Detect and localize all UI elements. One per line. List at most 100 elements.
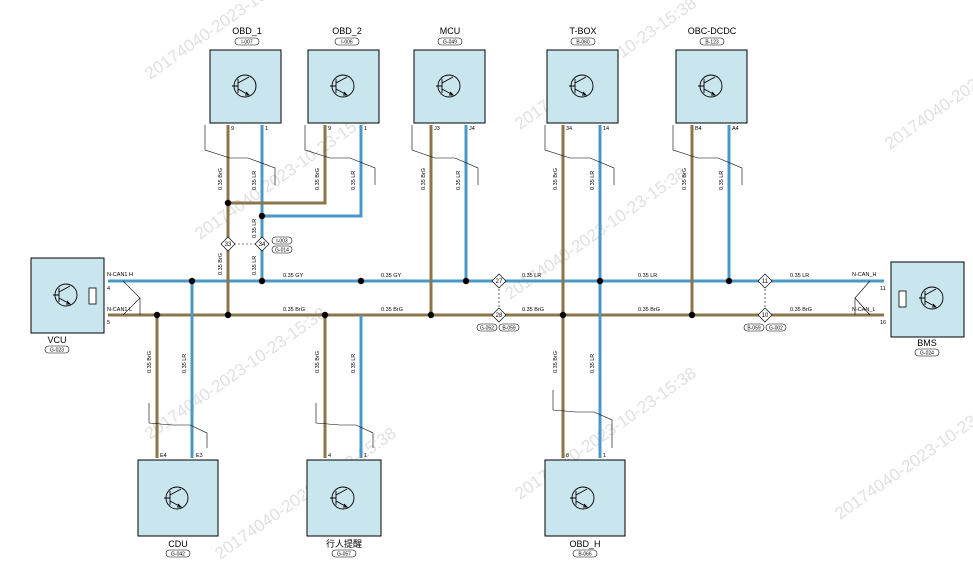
ecu-title: OBD_2: [332, 26, 362, 36]
ecu-box: [209, 49, 282, 124]
pin-label: E3: [196, 453, 203, 459]
wire-label: 0.35 LR: [351, 354, 357, 373]
ecu-title: T-BOX: [569, 26, 596, 36]
wire-label: 0.35 BrG: [381, 307, 403, 313]
junction-dot: [725, 277, 733, 285]
splice-code: G-014: [275, 247, 289, 253]
ecu-obdh: 8 1 OBD_H B-066: [544, 453, 626, 558]
ecu-tbox: T-BOX B-060 34 14: [546, 26, 619, 132]
pin-label: 14: [603, 126, 609, 132]
wire-label: 0.35 BrG: [553, 168, 559, 190]
splice-10: 10: [757, 307, 773, 323]
connector-code: I-006: [341, 39, 353, 45]
transistor-icon: [570, 486, 595, 510]
wire-label: 0.35 LR: [456, 171, 462, 190]
pin-label: B4: [695, 126, 702, 132]
wire-label: 0.35 BrG: [315, 351, 321, 373]
wire-label: 0.35 BrG: [638, 307, 660, 313]
splice-34: 34: [254, 236, 270, 252]
connector-code: G-042: [171, 551, 185, 557]
wire-label: 0.35 LR: [590, 354, 596, 373]
splice-code: G-052: [480, 325, 494, 331]
wire-label: 0.35 LR: [252, 171, 258, 190]
transistor-icon: [53, 283, 78, 307]
pin-label: 1: [364, 453, 367, 459]
pin-label: 1: [603, 453, 606, 459]
connector-code: G-057: [337, 551, 351, 557]
splice-code: G-002: [769, 325, 783, 331]
wire-label: 0.35 LR: [638, 273, 657, 279]
watermark: 20174040-2023-10-23-15:38: [831, 384, 973, 524]
pin-label: 9: [231, 126, 234, 132]
transistor-icon: [164, 486, 189, 510]
transistor-icon: [330, 486, 355, 510]
junction-dot: [462, 277, 470, 285]
ecu-box: [306, 459, 382, 537]
junction-dot: [596, 277, 604, 285]
splice-27: 27: [491, 273, 507, 289]
svg-text:28: 28: [496, 313, 503, 319]
connector-code: B-066: [578, 551, 592, 557]
transistor-icon: [698, 74, 723, 98]
svg-text:10: 10: [762, 313, 769, 319]
signal-label: N-CAN1 L: [107, 307, 132, 313]
ecu-box: [413, 49, 486, 124]
connector-code: B-123: [705, 39, 719, 45]
wire-label: 0.35 BrG: [147, 351, 153, 373]
ecu-cdu: E4 E3 CDU G-042: [137, 453, 219, 558]
connector-code: G-024: [920, 350, 934, 356]
wire-label: 0.35 LR: [182, 354, 188, 373]
pin-label: 8: [566, 453, 569, 459]
wire-label: 0.35 LR: [590, 171, 596, 190]
signal-label: N-CAN1 H: [107, 272, 133, 278]
watermark: 20174040-2023-10-23-15:38: [141, 304, 329, 444]
transistor-icon: [919, 286, 944, 310]
pin-label: 16: [880, 320, 886, 326]
connector-code: I-007: [241, 39, 253, 45]
svg-text:11: 11: [762, 279, 769, 285]
splice-33: 33: [220, 236, 236, 252]
ecu-obd1: OBD_1 I-007 9 1: [209, 26, 282, 132]
transistor-icon: [232, 74, 257, 98]
pin-label: J4: [469, 126, 475, 132]
bus-wire-labels: 0.35 GY 0.35 GY 0.35 LR 0.35 LR 0.35 LR …: [283, 273, 812, 313]
ecu-bms: BMS G-024 N-CAN_H 11 N-CAN_L 16: [852, 261, 965, 357]
ecu-box: [544, 459, 626, 537]
ecu-title: OBC-DCDC: [688, 26, 737, 36]
pin-label: 5: [107, 320, 110, 326]
wire-label: 0.35 LR: [522, 273, 541, 279]
splice-codes: I-003 G-014 G-052 B-059 B-059 G-002: [271, 236, 787, 332]
pin-label: 9: [328, 126, 331, 132]
pin-label: 1: [364, 126, 367, 132]
wire-obd2-9: [228, 125, 327, 205]
ecu-title: OBD_H: [569, 539, 600, 549]
ecu-title: BMS: [917, 338, 937, 348]
pin-label: J3: [434, 126, 440, 132]
ecu-box: [675, 49, 748, 124]
signal-label: N-CAN_L: [852, 307, 876, 313]
ecu-box: [307, 49, 380, 124]
junction-dot: [153, 311, 161, 319]
junction-dot: [559, 311, 567, 319]
signal-label: N-CAN_H: [852, 272, 876, 278]
wire-label: 0.35 GY: [381, 273, 402, 279]
splice-code: B-059: [747, 325, 761, 331]
wire-obd2-1: [262, 125, 363, 218]
wire-label: 0.35 BrG: [218, 253, 224, 275]
junction-dot: [224, 199, 232, 207]
pin-label: 4: [328, 453, 331, 459]
branch-wire-labels: 0.35 BrG 0.35 LR 0.35 BrG 0.35 LR 0.35 L…: [147, 168, 725, 373]
wire-label: 0.35 BrG: [421, 168, 427, 190]
leader-lines: [122, 125, 871, 448]
pin-label: 34: [566, 126, 572, 132]
transistor-icon: [436, 74, 461, 98]
ecu-obcdcdc: OBC-DCDC B-123 B4 A4: [675, 26, 748, 132]
ecu-title: OBD_1: [232, 26, 262, 36]
ecu-vcu: VCU G-023 N-CAN1 H 4 N-CAN1 L 5: [30, 257, 133, 354]
junction-dot: [357, 277, 365, 285]
splice-28: 28: [491, 307, 507, 323]
ecu-title: VCU: [47, 335, 66, 345]
connector-code: G-049: [443, 39, 457, 45]
junction-dot: [427, 311, 435, 319]
pin-label: A4: [732, 126, 739, 132]
